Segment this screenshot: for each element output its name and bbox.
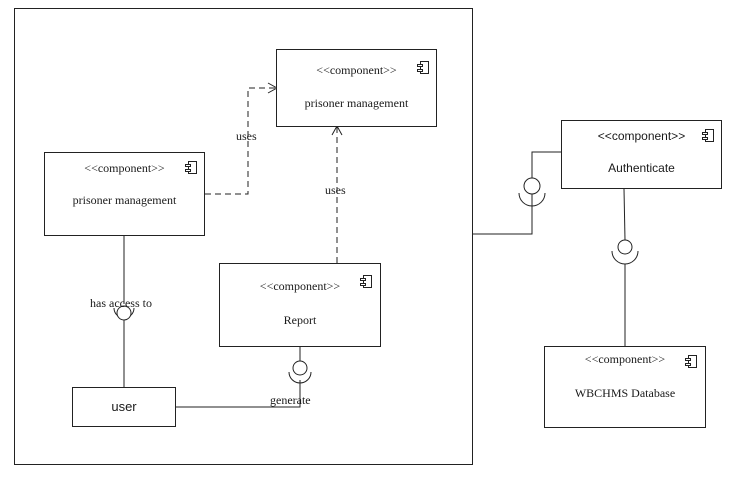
label-uses-top: uses	[236, 129, 257, 143]
actor-user[interactable]: user	[72, 387, 176, 427]
component-icon	[685, 355, 697, 368]
component-name: prisoner management	[304, 96, 409, 110]
component-icon	[185, 161, 197, 174]
auth-ball	[523, 177, 541, 195]
auth-line-2	[531, 151, 561, 178]
db-ball	[617, 239, 633, 255]
component-prisoner-management-top[interactable]: <<component>> prisoner management	[276, 49, 437, 127]
component-name: Report	[283, 313, 317, 327]
component-name: WBCHMS Database	[574, 386, 676, 400]
stereotype-label: <<component>>	[584, 352, 666, 366]
stereotype-label: <<component>>	[259, 279, 341, 293]
generate-line-2	[176, 380, 301, 408]
component-wbchms-database[interactable]: <<component>> WBCHMS Database	[544, 346, 706, 428]
component-name: Authenticate	[608, 161, 675, 175]
generate-ball	[292, 360, 308, 376]
db-line-1	[623, 188, 626, 241]
auth-line-1	[473, 193, 533, 235]
component-icon	[702, 129, 714, 142]
label-has-access-to: has access to	[90, 296, 152, 310]
stereotype-label: <<component>>	[84, 161, 165, 175]
component-name: prisoner management	[72, 193, 177, 207]
component-icon	[417, 61, 429, 74]
component-icon	[360, 275, 372, 288]
component-report[interactable]: <<component>> Report	[219, 263, 381, 347]
system-boundary	[14, 8, 473, 465]
component-prisoner-management-left[interactable]: <<component>> prisoner management	[44, 152, 205, 236]
stereotype-label: <<component>>	[597, 129, 686, 143]
label-generate: generate	[270, 393, 311, 407]
label-uses-report: uses	[325, 183, 346, 197]
auth-socket	[518, 192, 546, 207]
uses-dependency-line-1	[205, 87, 276, 195]
actor-name: user	[111, 399, 137, 414]
component-authenticate[interactable]: <<component>> Authenticate	[561, 120, 722, 189]
stereotype-label: <<component>>	[316, 63, 397, 77]
